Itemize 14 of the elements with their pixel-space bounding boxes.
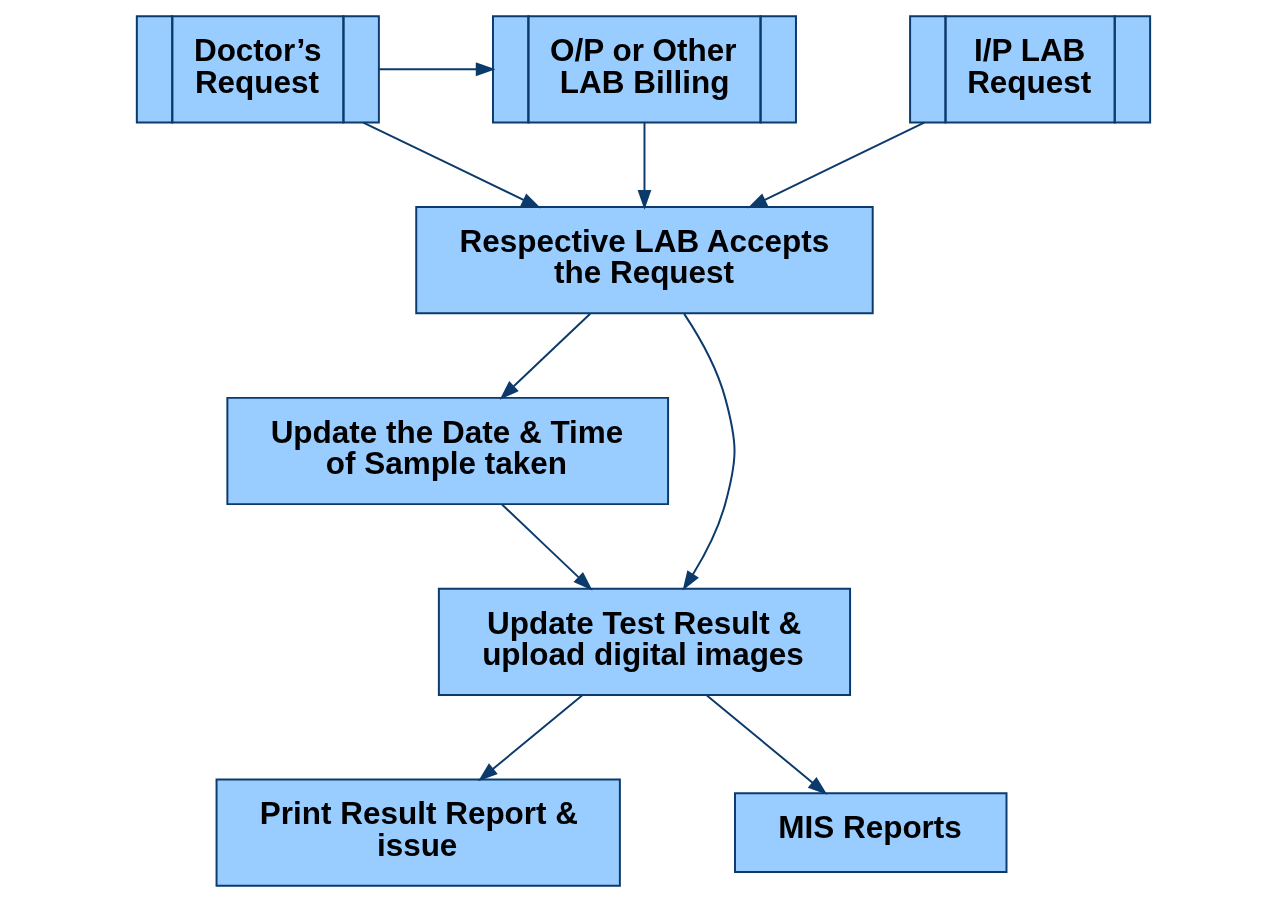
node-box: Update the Date & Time of Sample taken (225, 396, 669, 506)
arrow (499, 312, 591, 400)
arrow (682, 312, 735, 591)
arrow (746, 121, 925, 209)
node-box: Respective LAB Accepts the Request (414, 206, 874, 315)
arrow (477, 694, 583, 782)
node-box: Print Result Report & issue (215, 778, 621, 887)
arrow (637, 121, 651, 210)
arrow (705, 694, 827, 795)
arrow (361, 121, 541, 209)
arrow (376, 62, 495, 77)
arrow (500, 503, 593, 591)
node-box: Update Test Result & upload digital images (437, 587, 851, 696)
node-box: MIS Reports (733, 792, 1007, 874)
